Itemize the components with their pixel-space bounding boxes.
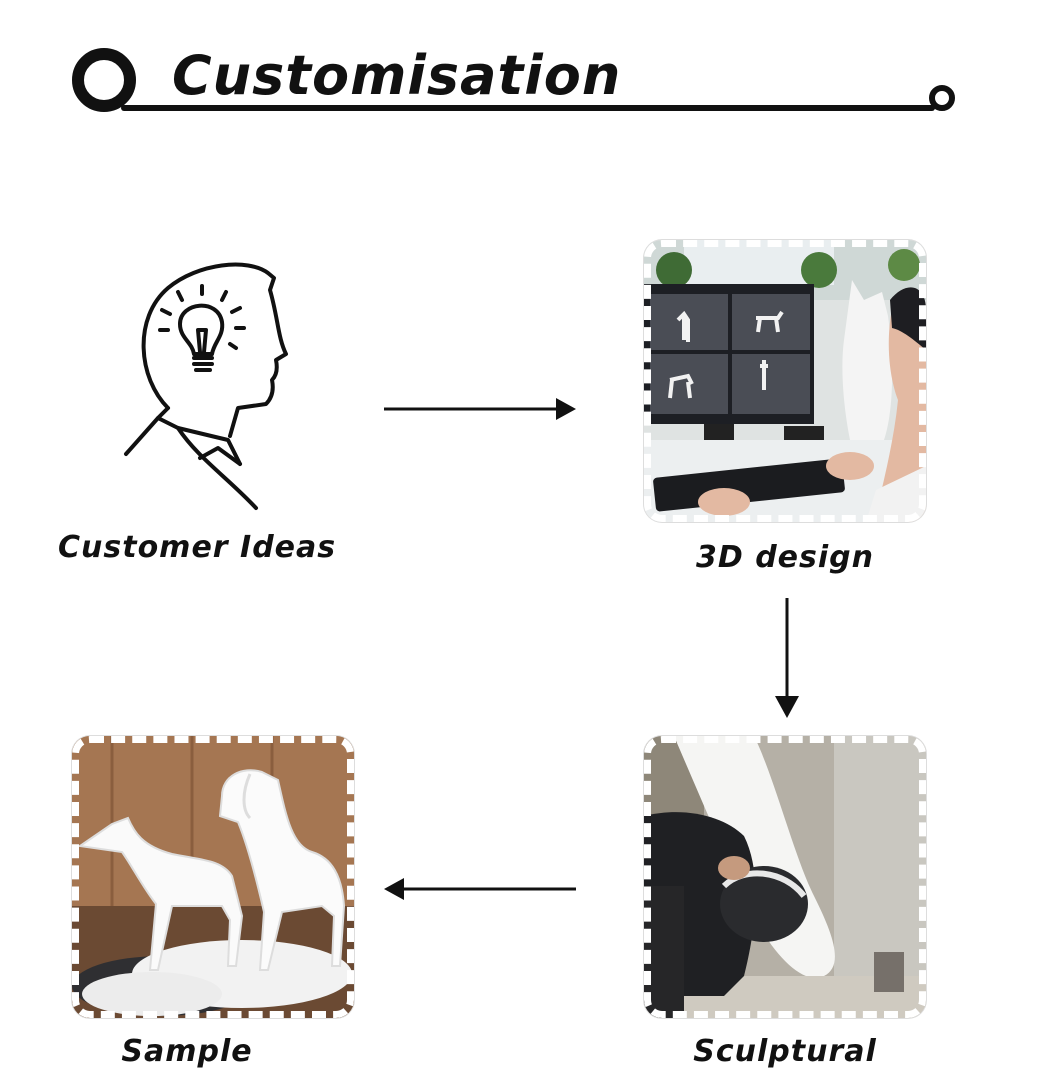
designer-at-computer-photo xyxy=(644,240,926,522)
head-lightbulb-icon xyxy=(124,262,288,510)
title-underline xyxy=(72,48,955,112)
sculptor-working-photo xyxy=(644,736,926,1018)
step-label-3d-design: 3D design xyxy=(695,540,874,575)
step-label-customer-ideas: Customer Ideas xyxy=(58,530,337,565)
step-label-sculptural: Sculptural xyxy=(693,1034,877,1069)
arrow-right-icon xyxy=(384,398,576,420)
step-label-sample: Sample xyxy=(121,1034,253,1069)
white-dog-statues-photo xyxy=(72,736,354,1018)
page-title: Customisation xyxy=(172,44,622,107)
title-small-circle-icon xyxy=(929,85,955,111)
arrow-down-icon xyxy=(775,598,799,718)
arrow-left-icon xyxy=(384,878,576,900)
title-large-circle-icon xyxy=(72,48,136,112)
